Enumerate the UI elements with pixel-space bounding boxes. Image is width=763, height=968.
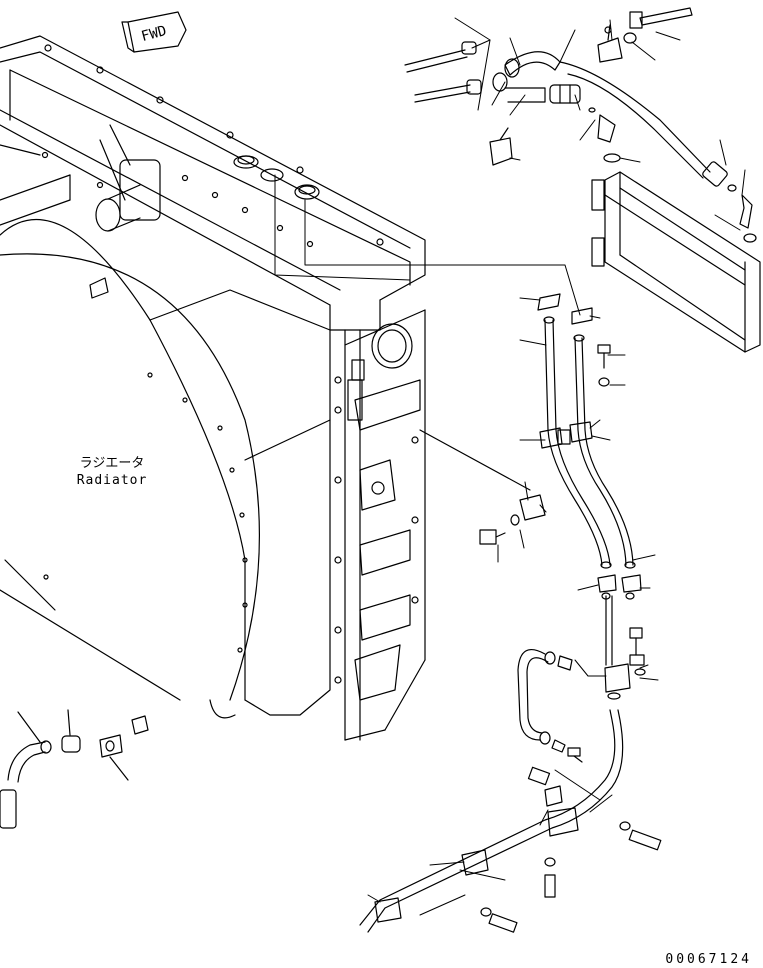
twin-pipes [420, 294, 641, 599]
radiator-cap [234, 156, 319, 199]
leader-lines-lower [368, 660, 658, 915]
drawing-number: 00067124 [665, 952, 752, 967]
oil-cooler [592, 172, 760, 352]
radiator-side-frame [210, 310, 425, 740]
lower-left-fittings [0, 710, 148, 828]
radiator-label-jp: ラジエータ [80, 456, 145, 471]
fan-shroud [0, 175, 330, 700]
upper-hoses [405, 8, 756, 242]
upper-hose-outlet [96, 125, 160, 231]
left-brackets [0, 145, 180, 700]
radiator-top-frame [0, 36, 425, 330]
leader-lines-middle [498, 298, 655, 590]
fwd-label: FWD [140, 23, 169, 45]
fwd-arrow-icon [122, 12, 186, 52]
radiator-label-en: Radiator [77, 473, 148, 488]
leader-lines [275, 18, 745, 315]
lower-pipes [360, 596, 661, 932]
